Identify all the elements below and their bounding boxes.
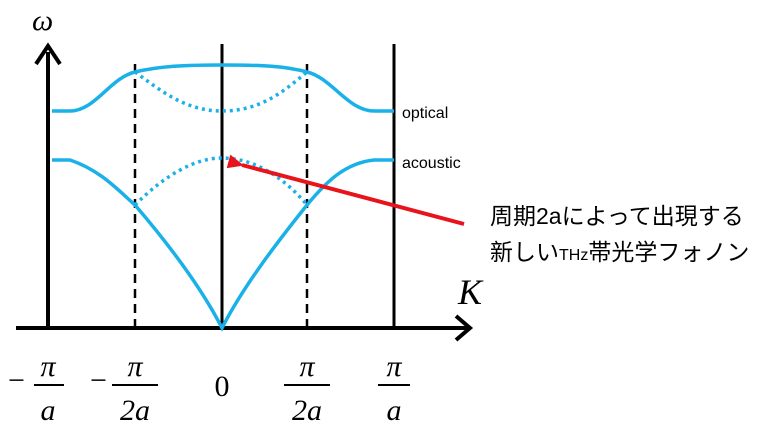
acoustic-label: acoustic [402, 155, 461, 172]
tick-2-sign: − [90, 364, 107, 397]
omega-axis-label: ω [32, 4, 53, 37]
optical-branch-upper [52, 63, 394, 113]
tick-pi-over-2a: π 2a [284, 350, 330, 427]
tick-minus-pi-over-2a: − π 2a [90, 350, 158, 427]
tick-5-numerator: π [386, 350, 402, 383]
tick-2-denominator: 2a [120, 394, 150, 427]
k-axis-arrowhead [454, 314, 474, 342]
tick-pi-over-a: π a [378, 350, 410, 427]
tick-4-numerator: π [299, 350, 315, 383]
tick-1-numerator: π [40, 350, 56, 383]
omega-axis-arrowhead [34, 42, 62, 66]
annotation-line-2-thz: THz [559, 247, 588, 264]
tick-2-numerator: π [127, 350, 143, 383]
tick-1-sign: − [8, 364, 25, 397]
tick-5-denominator: a [387, 394, 402, 427]
tick-4-denominator: 2a [292, 394, 322, 427]
tick-zero: 0 [215, 370, 230, 403]
tick-1-denominator: a [41, 394, 56, 427]
annotation-arrow [226, 154, 465, 226]
annotation-line-1: 周期2aによって出現する [490, 203, 744, 229]
optical-label: optical [402, 105, 448, 122]
annotation-line-2-prefix: 新しい [490, 239, 559, 265]
annotation-line-2: 新しいTHz帯光学フォノン [490, 239, 749, 265]
tick-minus-pi-over-a: − π a [8, 350, 64, 427]
annotation-line-2-suffix: 帯光学フォノン [588, 239, 749, 265]
k-axis-label: K [457, 272, 484, 312]
acoustic-branch-folded [133, 156, 309, 207]
tick-3-value: 0 [215, 370, 230, 403]
